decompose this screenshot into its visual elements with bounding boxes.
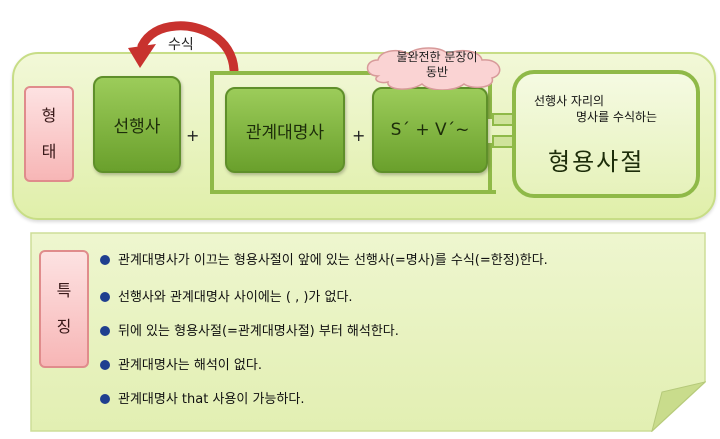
antecedent-label: 선행사 <box>113 117 161 137</box>
bullet-dot <box>100 326 110 336</box>
bullet-dot <box>100 255 110 265</box>
feature-text-3: 뒤에 있는 형용사절(=관계대명사절) 부터 해석한다. <box>118 324 399 339</box>
feature-text-5: 관계대명사 that 사용이 가능하다. <box>118 392 305 407</box>
feature-item-5: 관계대명사 that 사용이 가능하다. <box>100 388 304 407</box>
result-caption-2: 명사를 수식하는 <box>576 110 658 124</box>
cloud-note: 불완전한 문장이 동반 <box>378 50 496 80</box>
relative-pronoun-box: 관계대명사 <box>225 87 345 173</box>
plus-sign-1: + <box>186 126 200 145</box>
form-tag: 형 태 <box>24 86 74 182</box>
clause-box: S´ + V´~ <box>372 87 488 173</box>
clause-bracket-right-bottom <box>488 143 492 190</box>
features-note <box>30 232 706 432</box>
bullet-dot <box>100 360 110 370</box>
feature-item-2: 선행사와 관계대명사 사이에는 ( , )가 없다. <box>100 286 353 305</box>
feature-text-2: 선행사와 관계대명사 사이에는 ( , )가 없다. <box>118 290 353 305</box>
bullet-dot <box>100 292 110 302</box>
cloud-line-2: 동반 <box>425 65 449 79</box>
modifies-arrow <box>128 21 239 74</box>
form-tag-char-1: 형 <box>41 106 57 125</box>
features-tag: 특 징 <box>39 250 89 368</box>
antecedent-box: 선행사 <box>93 76 181 173</box>
plus-sign-2: + <box>352 126 366 145</box>
cloud-shape <box>366 47 501 90</box>
clause-bracket <box>210 71 496 194</box>
bullet-dot <box>100 394 110 404</box>
cloud-line-1: 불완전한 문장이 <box>396 50 478 64</box>
clause-label: S´ + V´~ <box>390 120 470 140</box>
feature-item-1: 관계대명사가 이끄는 형용사절이 앞에 있는 선행사(=명사)를 수식(=한정)… <box>100 249 548 268</box>
relative-pronoun-label: 관계대명사 <box>245 122 325 143</box>
clause-bracket-right-top <box>488 71 492 119</box>
feature-text-4: 관계대명사는 해석이 없다. <box>118 358 262 373</box>
feature-item-3: 뒤에 있는 형용사절(=관계대명사절) 부터 해석한다. <box>100 320 399 339</box>
features-tag-char-1: 특 <box>56 281 72 300</box>
form-tag-char-2: 태 <box>41 142 57 161</box>
feature-text-1: 관계대명사가 이끄는 형용사절이 앞에 있는 선행사(=명사)를 수식(=한정)… <box>118 253 548 268</box>
result-box <box>512 70 700 198</box>
feature-item-4: 관계대명사는 해석이 없다. <box>100 354 262 373</box>
result-caption-1: 선행사 자리의 <box>534 94 605 108</box>
arrow-label: 수식 <box>168 37 194 53</box>
features-tag-char-2: 징 <box>56 317 72 336</box>
result-title: 형용사절 <box>548 148 645 176</box>
